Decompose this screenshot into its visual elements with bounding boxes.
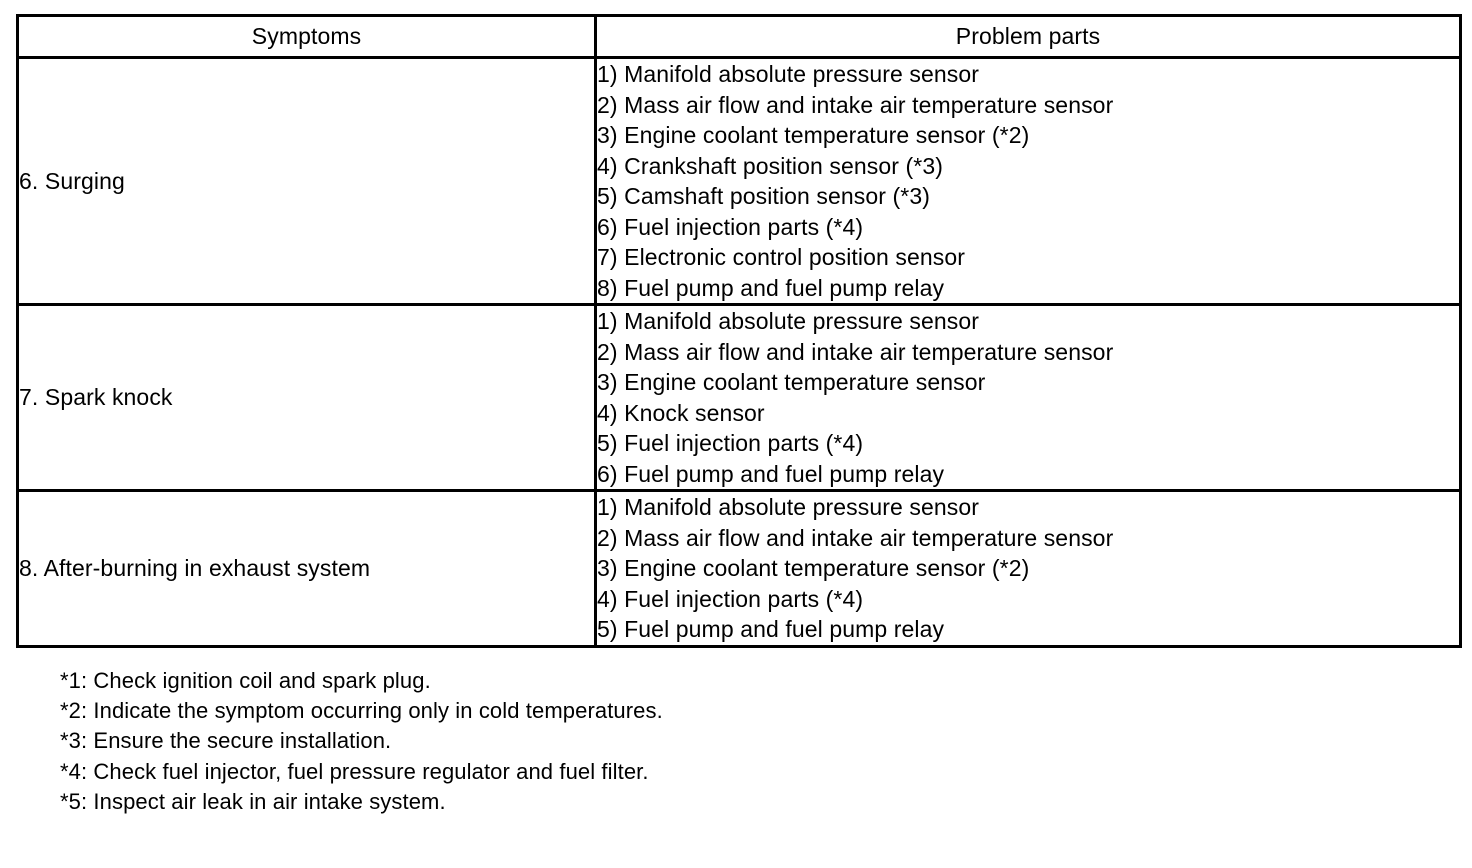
symptom-cell: 8. After-burning in exhaust system [16,489,597,648]
problem-parts-cell: 1) Manifold absolute pressure sensor 2) … [594,303,1462,492]
list-item: 2) Mass air flow and intake air temperat… [597,91,1114,118]
problem-parts-cell: 1) Manifold absolute pressure sensor 2) … [594,56,1462,306]
list-item: 3) Engine coolant temperature sensor (*2… [597,555,1030,581]
footnote-item: *5: Inspect air leak in air intake syste… [60,788,446,814]
list-item: 1) Manifold absolute pressure sensor [597,308,980,334]
symptom-cell: 6. Surging [16,56,597,306]
list-item: 8) Fuel pump and fuel pump relay [597,274,945,301]
list-item: 3) Engine coolant temperature sensor (*2… [597,122,1030,148]
problem-parts-list: 1) Manifold absolute pressure sensor 2) … [597,492,1459,645]
footnote-item: *3: Ensure the secure installation. [60,728,392,754]
table-header: Symptoms Problem parts [16,14,1462,59]
symptom-cell: 7. Spark knock [16,303,597,492]
problem-parts-list: 1) Manifold absolute pressure sensor 2) … [597,306,1459,489]
list-item: 2) Mass air flow and intake air temperat… [597,338,1114,365]
problem-parts-list: 1) Manifold absolute pressure sensor 2) … [597,59,1459,303]
list-item: 5) Camshaft position sensor (*3) [597,183,931,209]
list-item: 1) Manifold absolute pressure sensor [597,494,980,520]
table-row: 8. After-burning in exhaust system 1) Ma… [16,489,1462,648]
list-item: 4) Knock sensor [597,399,765,426]
footnote-item: *4: Check fuel injector, fuel pressure r… [60,758,649,784]
footnote-list: *1: Check ignition coil and spark plug. … [60,666,663,817]
list-item: 7) Electronic control position sensor [597,244,966,270]
list-item: 1) Manifold absolute pressure sensor [597,61,980,87]
list-item: 2) Mass air flow and intake air temperat… [597,524,1114,551]
list-item: 6) Fuel pump and fuel pump relay [597,460,945,487]
table-body: 6. Surging 1) Manifold absolute pressure… [16,56,1462,648]
table-row: 6. Surging 1) Manifold absolute pressure… [16,56,1462,306]
footnote-item: *2: Indicate the symptom occurring only … [60,698,663,724]
list-item: 4) Crankshaft position sensor (*3) [597,152,943,179]
footnote-item: *1: Check ignition coil and spark plug. [60,668,431,693]
list-item: 3) Engine coolant temperature sensor [597,369,986,395]
column-header-problem-parts: Problem parts [594,14,1462,59]
list-item: 4) Fuel injection parts (*4) [597,585,864,612]
symptom-problem-parts-table: Symptoms Problem parts 6. Surging 1) Man… [16,14,1462,648]
table-row: 7. Spark knock 1) Manifold absolute pres… [16,303,1462,492]
list-item: 6) Fuel injection parts (*4) [597,213,864,240]
list-item: 5) Fuel pump and fuel pump relay [597,616,945,642]
column-header-symptoms: Symptoms [16,14,597,59]
table-header-row: Symptoms Problem parts [16,14,1462,59]
problem-parts-cell: 1) Manifold absolute pressure sensor 2) … [594,489,1462,648]
list-item: 5) Fuel injection parts (*4) [597,430,864,456]
